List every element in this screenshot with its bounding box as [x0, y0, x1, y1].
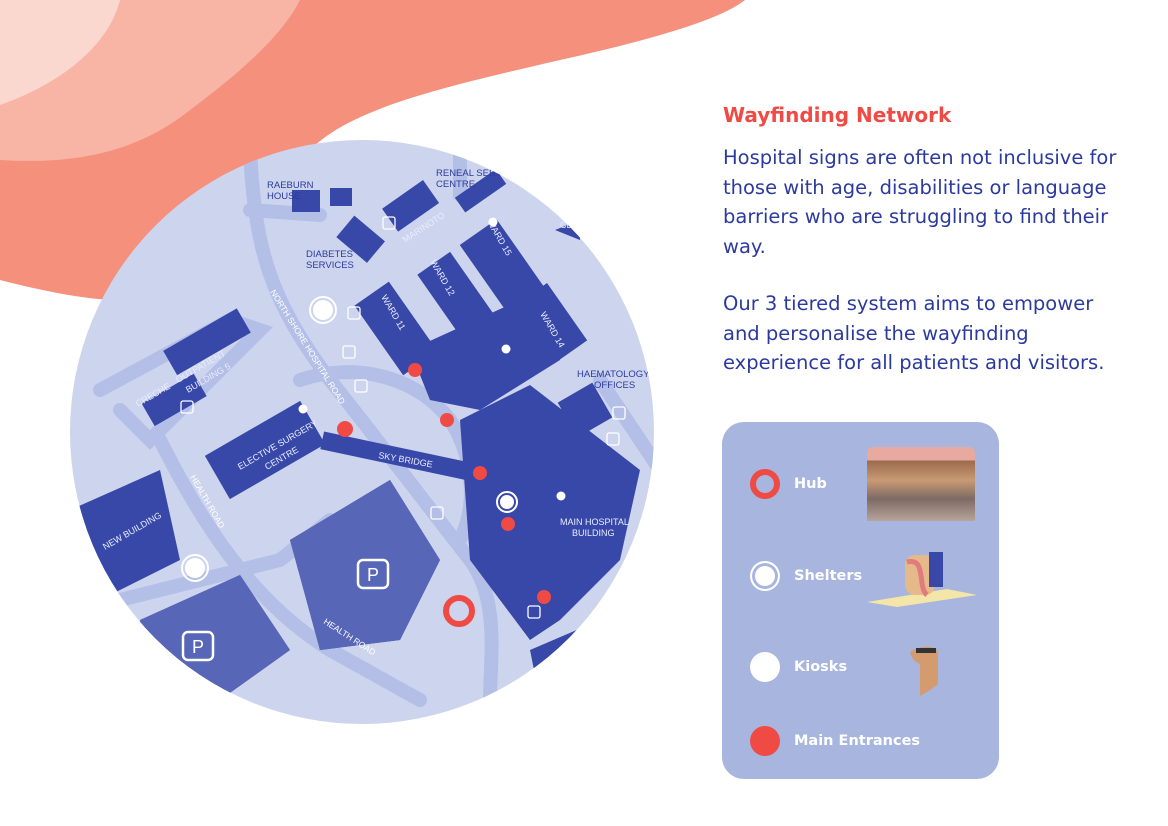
- legend-item-main-entrances: Main Entrances: [750, 726, 920, 756]
- label-reneal-2: CENTRE: [436, 179, 475, 190]
- section-heading: Wayfinding Network: [723, 103, 952, 127]
- label-haematology: HAEMATOLOGY: [577, 369, 650, 380]
- hub-photo: [867, 447, 975, 521]
- legend-item-hub: Hub: [750, 469, 827, 499]
- kiosk-icon: [750, 652, 780, 682]
- svg-text:P: P: [192, 637, 204, 657]
- label-ce: CE: [560, 220, 573, 230]
- label-reneal: RENEAL SERV: [436, 168, 503, 179]
- label-main: MAIN HOSPITAL: [560, 517, 629, 527]
- parking-icon: P P: [181, 558, 390, 662]
- shelter-markers: [181, 296, 518, 582]
- main-entrance-markers: [337, 363, 551, 604]
- shelter-icon: [750, 561, 780, 591]
- map-legend: Hub Shelters Kiosks Main Entrances: [722, 422, 999, 779]
- label-raeburn: RAEBURN: [267, 180, 314, 191]
- legend-item-shelters: Shelters: [750, 561, 862, 591]
- hub-ring-icon: [750, 469, 780, 499]
- label-raeburn-2: HOUSE: [267, 191, 301, 202]
- label-main-2: BUILDING: [572, 528, 615, 538]
- svg-text:P: P: [367, 565, 379, 585]
- kiosk-markers: [298, 217, 566, 501]
- kiosk-render: [910, 646, 938, 696]
- label-diabetes: DIABETES: [306, 249, 353, 260]
- label-diabetes-2: SERVICES: [306, 260, 354, 271]
- legend-label: Main Entrances: [794, 733, 921, 749]
- legend-label: Shelters: [794, 568, 863, 584]
- legend-label: Hub: [794, 476, 827, 492]
- system-paragraph: Our 3 tiered system aims to empower and …: [723, 292, 1105, 374]
- label-haematology-2: OFFICES: [594, 380, 635, 391]
- hub-marker: [443, 595, 475, 627]
- legend-item-kiosks: Kiosks: [750, 652, 847, 682]
- shelter-render: [867, 552, 977, 607]
- legend-label: Kiosks: [794, 659, 848, 675]
- accessible-parking-icons: [180, 216, 626, 619]
- intro-paragraph: Hospital signs are often not inclusive f…: [723, 146, 1117, 258]
- entrance-dot-icon: [750, 726, 780, 756]
